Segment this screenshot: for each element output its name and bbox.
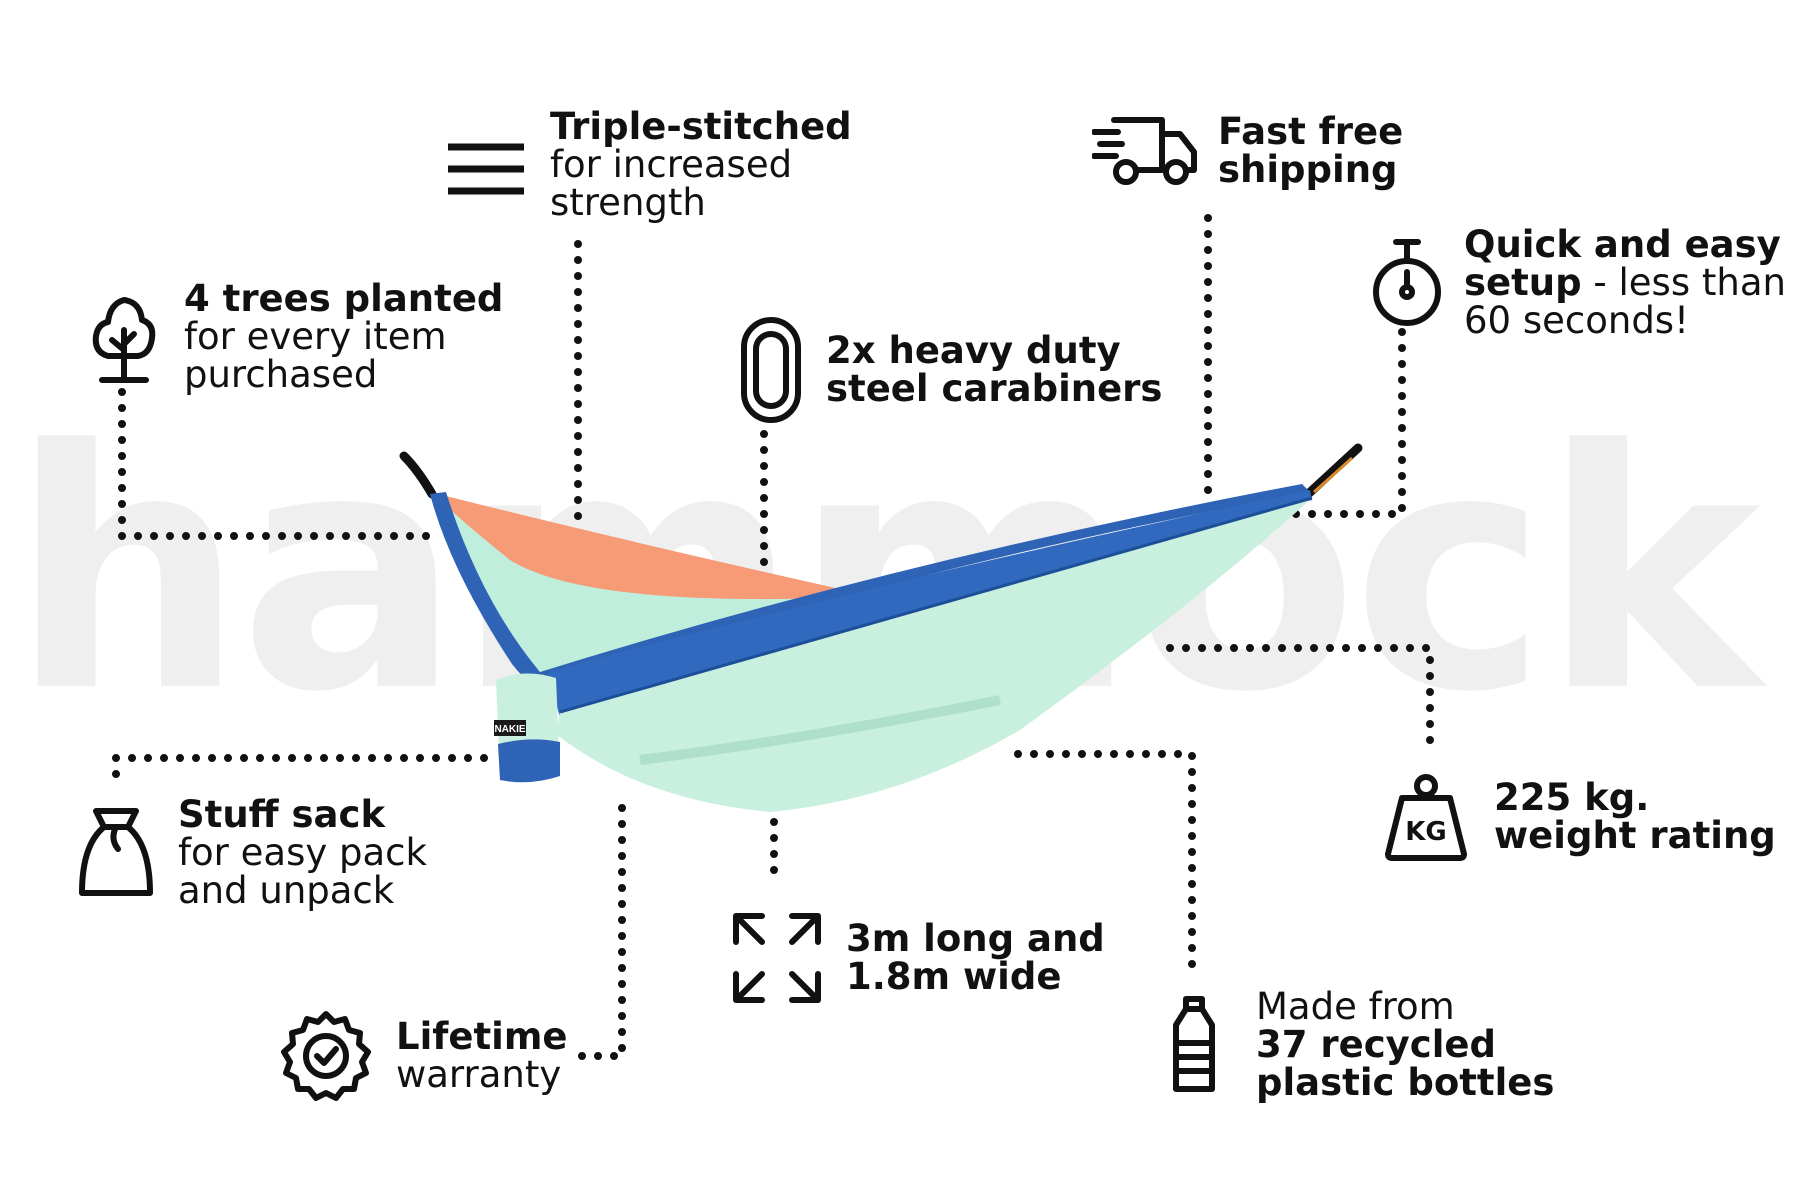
feature-warranty-line-1: warranty (396, 1053, 562, 1096)
feature-trees-line-1: for every item (184, 315, 447, 358)
feature-recycled-bottles-title: 37 recycled (1256, 1023, 1496, 1066)
feature-size: 3m long and 1.8m wide (732, 912, 1105, 1004)
feature-size-title-2: 1.8m wide (846, 955, 1062, 998)
connector-warranty (578, 796, 626, 1060)
connector-weight (1166, 644, 1434, 746)
feature-warranty-text: Lifetime warranty (396, 1018, 567, 1094)
plastic-bottle-icon (1173, 996, 1215, 1092)
stopwatch-icon (1373, 239, 1441, 326)
feature-warranty-title: Lifetime (396, 1015, 568, 1058)
feature-carabiners: 2x heavy duty steel carabiners (740, 316, 1162, 424)
brand-tag-label: NAKIE (494, 724, 525, 735)
feature-size-text: 3m long and 1.8m wide (846, 920, 1105, 996)
feature-setup: Quick and easy setup - less than 60 seco… (1372, 226, 1786, 340)
feature-trees-text: 4 trees planted for every item purchased (184, 280, 503, 394)
hammock-illustration: NAKIE (399, 443, 1363, 812)
feature-weight-rating-title: 225 kg. (1494, 776, 1650, 819)
feature-stuff-sack-line-1: for easy pack (178, 831, 427, 874)
carabiner-icon (741, 317, 801, 423)
hammock-body (556, 498, 1312, 812)
kg-weight-icon: KG (1385, 774, 1467, 861)
feature-trees: 4 trees planted for every item purchased (90, 280, 503, 394)
feature-recycled-bottles-pre: Made from (1256, 985, 1455, 1028)
feature-weight-rating: KG 225 kg. weight rating (1384, 772, 1776, 862)
right-strap (1301, 443, 1363, 501)
connector-setup (1286, 328, 1406, 518)
feature-stuff-sack: Stuff sack for easy pack and unpack (78, 796, 427, 910)
feature-carabiners-text: 2x heavy duty steel carabiners (826, 332, 1162, 408)
feature-weight-rating-text: 225 kg. weight rating (1494, 779, 1776, 855)
feature-trees-line-2: purchased (184, 353, 378, 396)
feature-recycled-bottles: Made from 37 recycled plastic bottles (1170, 988, 1554, 1102)
delivery-truck-icon (1092, 117, 1197, 185)
stuff-sack-icon (79, 808, 153, 896)
left-strap (399, 451, 437, 499)
badge-check-icon (281, 1011, 371, 1101)
feature-carabiners-title: 2x heavy duty (826, 329, 1121, 372)
triple-lines-icon (448, 143, 524, 195)
strap-highlight-right (1313, 456, 1354, 494)
hammock-mint-left (434, 494, 880, 678)
brand-tag (494, 720, 526, 736)
feature-setup-inline-bold: setup (1464, 261, 1582, 304)
feature-shipping-title: Fast free (1218, 110, 1404, 153)
hammock-shadow (639, 695, 1001, 765)
connector-bottles (1014, 750, 1196, 984)
feature-size-title: 3m long and (846, 917, 1105, 960)
stuff-sack-bottom (498, 739, 560, 783)
feature-stuff-sack-line-2: and unpack (178, 869, 395, 912)
feature-weight-rating-title-2: weight rating (1494, 814, 1776, 857)
feature-setup-line-1: setup - less than (1464, 264, 1786, 302)
feature-trees-title: 4 trees planted (184, 277, 504, 320)
feature-shipping-text: Fast free shipping (1218, 113, 1403, 189)
feature-setup-text: Quick and easy setup - less than 60 seco… (1464, 226, 1786, 340)
hammock-blue-edge (430, 484, 1310, 693)
feature-recycled-bottles-text: Made from 37 recycled plastic bottles (1256, 988, 1554, 1102)
feature-triple-stitched-line-1: for increased (550, 143, 793, 186)
hammock-stitch (559, 496, 1313, 714)
tree-icon (92, 297, 156, 383)
feature-stuff-sack-text: Stuff sack for easy pack and unpack (178, 796, 427, 910)
feature-triple-stitched-title: Triple-stitched (550, 105, 852, 148)
feature-setup-title: Quick and easy (1464, 223, 1781, 266)
feature-shipping-title-2: shipping (1218, 148, 1398, 191)
connector-trees (118, 388, 434, 540)
feature-recycled-bottles-title-2: plastic bottles (1256, 1061, 1555, 1104)
feature-warranty: Lifetime warranty (280, 1010, 567, 1102)
feature-triple-stitched-line-2: strength (550, 181, 706, 224)
connector-sack (112, 754, 488, 794)
feature-setup-inline-rest: - less than (1581, 261, 1786, 304)
feature-triple-stitched-text: Triple-stitched for increased strength (550, 108, 852, 222)
svg-text:KG: KG (1405, 817, 1447, 847)
feature-stuff-sack-title: Stuff sack (178, 793, 386, 836)
expand-arrows-icon (733, 913, 821, 1003)
dotted-connectors (112, 214, 1434, 1060)
feature-setup-line-2: 60 seconds! (1464, 299, 1689, 342)
feature-carabiners-title-2: steel carabiners (826, 367, 1163, 410)
feature-triple-stitched: Triple-stitched for increased strength (448, 108, 852, 222)
feature-shipping: Fast free shipping (1092, 112, 1403, 190)
